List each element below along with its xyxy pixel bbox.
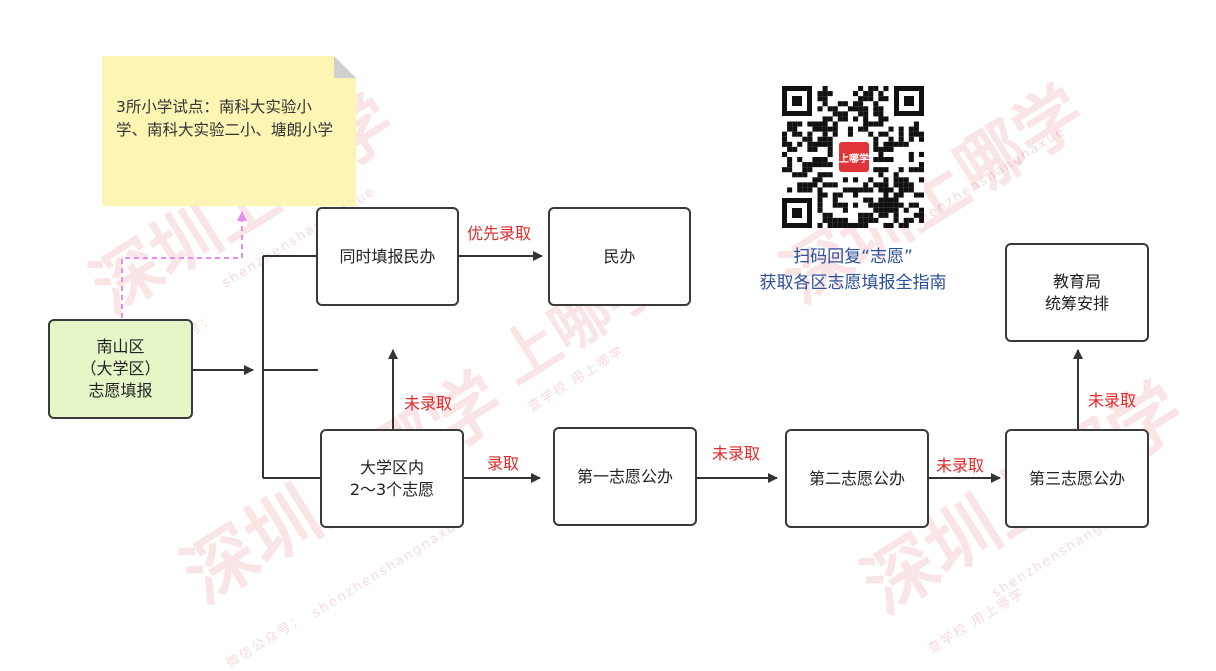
label-admitted: 录取 xyxy=(487,454,520,473)
qr-caption-line2: 获取各区志愿填报全指南 xyxy=(759,273,947,293)
node-parallel-private: 同时填报民办 xyxy=(316,207,459,306)
label-not-admitted-up: 未录取 xyxy=(404,394,453,413)
node-university-district: 大学区内 2～3个志愿 xyxy=(320,429,464,528)
qr-caption-line1: 扫码回复“志愿” xyxy=(793,247,913,267)
node-start: 南山区 （大学区） 志愿填报 xyxy=(48,319,193,419)
node-second-choice: 第二志愿公办 xyxy=(785,429,929,528)
dashed-note-connector xyxy=(121,211,247,318)
diagram-canvas: 深圳上哪学 深圳上哪学 深圳上哪学 深圳上哪学 上哪学 shenzhenshan… xyxy=(48,56,1198,671)
label-not-admitted-second: 未录取 xyxy=(936,456,985,475)
label-priority-admit: 优先录取 xyxy=(467,224,532,243)
label-not-admitted-first: 未录取 xyxy=(712,444,761,463)
sticky-note-text: 3所小学试点：南科大实验小学、南科大实验二小、塘朗小学 xyxy=(116,98,334,139)
node-first-choice: 第一志愿公办 xyxy=(553,427,697,526)
node-third-choice: 第三志愿公办 xyxy=(1005,429,1149,528)
qr-logo: 上哪学 xyxy=(837,140,871,174)
node-private: 民办 xyxy=(548,207,691,306)
connectors xyxy=(121,211,1083,483)
qr-caption: 扫码回复“志愿” 获取各区志愿填报全指南 xyxy=(728,244,978,296)
sticky-note: 3所小学试点：南科大实验小学、南科大实验二小、塘朗小学 xyxy=(102,56,356,206)
node-education-bureau: 教育局 统筹安排 xyxy=(1005,243,1149,342)
qr-code: 上哪学 xyxy=(782,86,924,228)
qr-logo-text: 上哪学 xyxy=(839,142,869,172)
label-not-admitted-third: 未录取 xyxy=(1088,391,1137,410)
